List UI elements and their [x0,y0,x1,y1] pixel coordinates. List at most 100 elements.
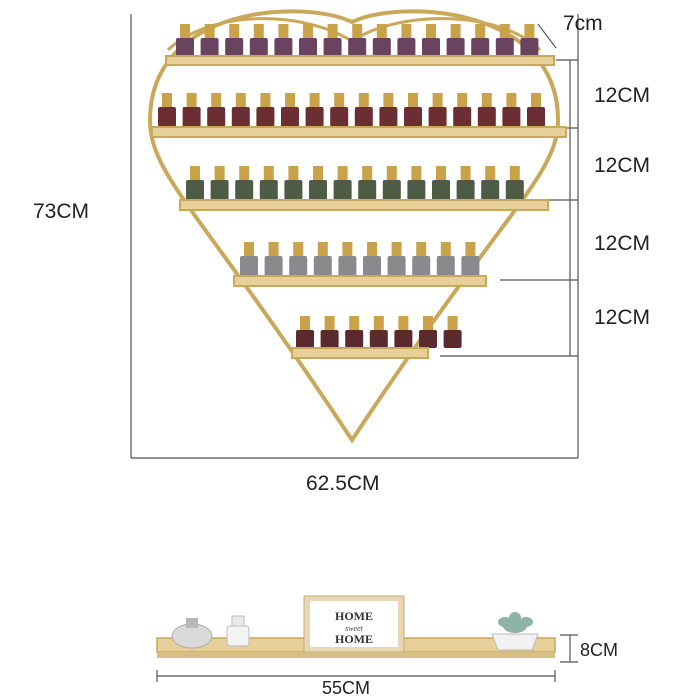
bottle-cap [342,242,353,256]
bottle-cap [398,316,409,330]
bottle-body [363,256,381,276]
bottle-body [422,38,440,56]
bottle-cap [278,24,289,38]
bottle-cap [211,93,222,107]
bottle-body [477,107,496,127]
bottle-cap [190,166,200,180]
bottle-cap [285,93,295,107]
bottle-cap [162,93,172,107]
bottle-body [446,38,465,56]
bottle-cap [475,24,486,38]
bottle-body [387,256,406,276]
bottle-body [323,38,342,56]
bottle-cap [432,93,443,107]
label-width-total: 62.5CM [306,472,380,495]
bottle-body [432,180,450,200]
bottle-body [348,38,367,56]
bottle-cap [327,24,338,38]
bottle-body [471,38,490,56]
bottle-cap [411,166,422,180]
bottle-cap [260,93,271,107]
bottle-cap [186,93,197,107]
bottle-cap [509,166,520,180]
label-spacing-4: 12CM [594,306,651,329]
bottle-cap [367,242,377,256]
floating-shelf-dimensions [156,634,578,682]
bottle-cap [426,24,436,38]
bottle-cap [352,24,363,38]
bottle-body [256,107,275,127]
bottle-body [412,256,431,276]
bottle-body [527,107,545,127]
bottle-cap [239,166,250,180]
bottle-body [210,180,229,200]
bottle-cap [440,242,451,256]
bottle-cap [362,166,373,180]
bottle-body [502,107,521,127]
bottle-body [419,330,437,348]
bottle-cap [481,93,492,107]
bottle-cap [337,166,348,180]
bottle-cap [324,316,335,330]
bottle-cap [416,242,427,256]
sign-line-3: HOME [335,632,373,646]
bottle-cap [436,166,446,180]
bottle-cap [457,93,468,107]
bottle-body [394,330,413,348]
bottle-cap [288,166,299,180]
bottle-body [249,38,268,56]
bottle-body [428,107,447,127]
bottle-cap [300,316,310,330]
bottle-cap [317,242,328,256]
bottle-body [186,180,204,200]
bottle-body [379,107,398,127]
dimension-lines [130,14,579,459]
bottle-body [372,38,391,56]
bottle-body [158,107,176,127]
bottle-cap [235,93,246,107]
bottle-body [299,38,317,56]
bottle-cap [531,93,541,107]
shelf-5 [291,347,429,359]
bottle-body [456,180,475,200]
bottle-body [320,330,339,348]
bottle-body [225,38,244,56]
bottle-body [369,330,388,348]
bottle-body [330,107,349,127]
sign-line-2: sweet [345,624,364,633]
bottle-body [259,180,278,200]
bottle-cap [485,166,496,180]
label-shelf-depth: 7cm [563,12,603,35]
bottle-cap [229,24,240,38]
bottle-cap [268,242,279,256]
bottle-body [207,107,226,127]
bottle-body [436,256,455,276]
bottle-body [461,256,480,276]
bottle-cap [391,242,402,256]
bottle-body [284,180,303,200]
bottle-body [281,107,299,127]
bottle-body [407,180,426,200]
bottle-cap [408,93,418,107]
bottle-body [296,330,314,348]
bottle-body [520,38,539,56]
bottle-cap [349,316,360,330]
succulent-pot [491,633,539,651]
bottle-cap [180,24,190,38]
bottle-body [443,330,462,348]
bottle-body [404,107,422,127]
bottle-cap [303,24,313,38]
bottle-body [338,256,357,276]
label-base-width: 55CM [322,678,371,698]
bottle-body [333,180,352,200]
bottle-body [382,180,401,200]
bottle-cap [214,166,225,180]
sign-line-1: HOME [335,609,373,623]
bottle-body [481,180,500,200]
nail-polish-bottles [158,24,545,348]
bottle-body [182,107,201,127]
label-height-total: 73CM [33,200,90,223]
bottle-body [345,330,364,348]
bottle-cap [373,316,384,330]
